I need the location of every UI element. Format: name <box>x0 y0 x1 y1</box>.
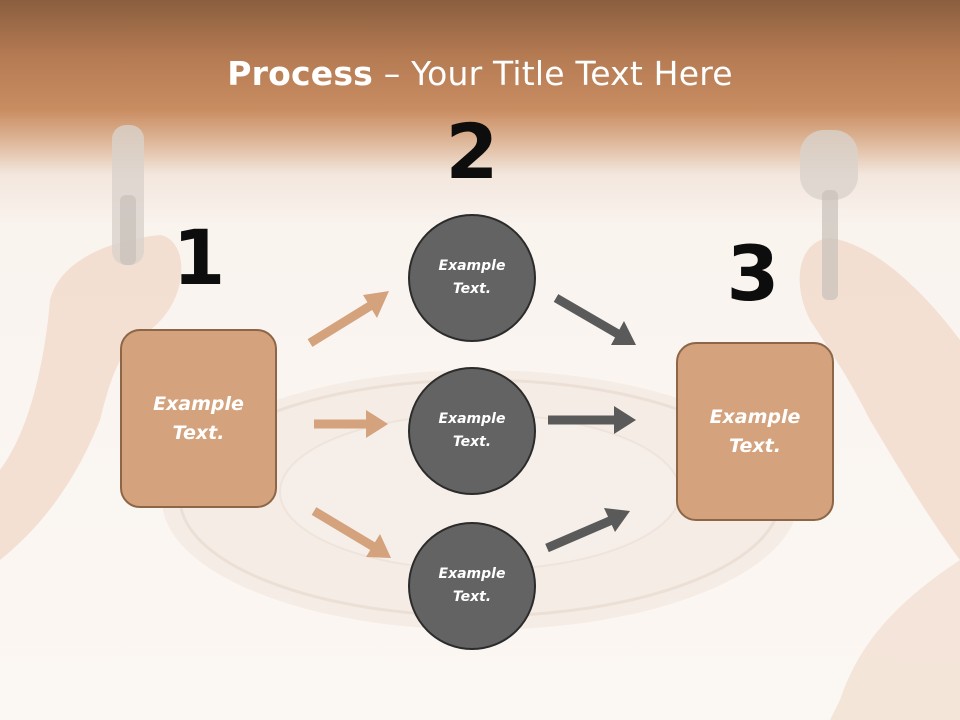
right-box-label: Example Text. <box>709 405 801 457</box>
arrow-left-to-middle <box>314 410 388 438</box>
arrow-middle-to-right <box>548 406 636 434</box>
step-number-3: 3 <box>726 229 780 318</box>
right-box: Example Text. <box>676 342 834 521</box>
step-number-2: 2 <box>445 107 499 196</box>
slide-title: Process – Your Title Text Here <box>0 52 960 96</box>
circle-middle: Example Text. <box>408 367 536 495</box>
arrow-left-to-top <box>307 291 389 347</box>
left-box: Example Text. <box>120 329 277 508</box>
arrow-bottom-to-right <box>545 508 630 553</box>
circle-top-label: Example Text. <box>438 258 506 297</box>
step-number-1: 1 <box>172 213 226 302</box>
title-rest: – Your Title Text Here <box>373 54 733 93</box>
title-bold: Process <box>227 54 374 93</box>
left-box-label: Example Text. <box>153 392 244 444</box>
circle-top: Example Text. <box>408 214 536 342</box>
circle-bottom-label: Example Text. <box>438 566 506 605</box>
circle-middle-label: Example Text. <box>438 411 506 450</box>
circle-bottom: Example Text. <box>408 522 536 650</box>
arrow-left-to-bottom <box>311 507 391 558</box>
arrow-top-to-right <box>553 294 636 345</box>
